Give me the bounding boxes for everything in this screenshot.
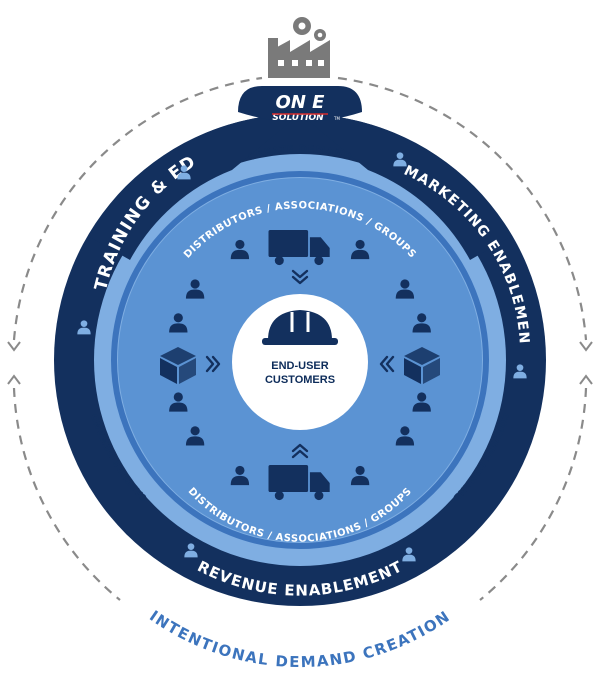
chevron-up-icon [291,443,309,459]
outer-dashed-loop [7,76,593,601]
caption-intentional-demand-creation: INTENTIONAL DEMAND CREATION [146,607,454,671]
arrow-down-left-icon [7,341,21,352]
hard-hat-icon [262,310,338,345]
factory-icon [268,17,330,78]
chevron-left-icon [379,355,395,373]
one-solution-logo: ON E SOLUTION TM [238,86,362,123]
center-line1: END-USER [271,360,329,372]
center-circle [232,294,368,430]
logo-trademark: TM [333,116,340,121]
arrow-down-right-icon [579,341,593,352]
chevron-down-icon [291,269,309,285]
center-line2: CUSTOMERS [265,374,335,386]
gear-icon [293,17,326,41]
logo-line1: ON E [276,92,326,113]
logo-line2: SOLUTION [272,113,324,123]
arrow-up-right-icon [579,374,593,385]
arrow-up-left-icon [7,374,21,385]
chevron-right-icon [205,355,221,373]
